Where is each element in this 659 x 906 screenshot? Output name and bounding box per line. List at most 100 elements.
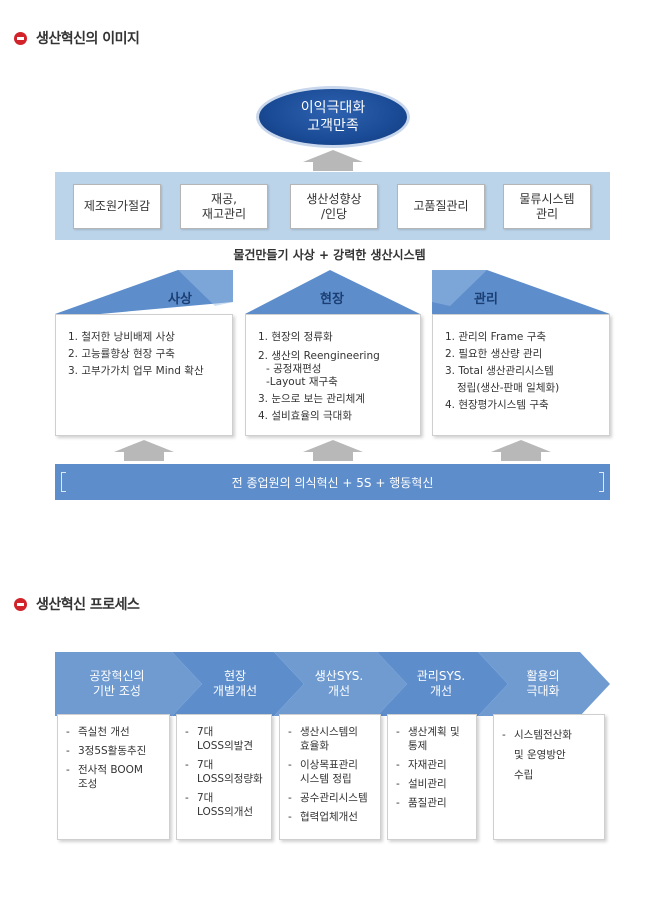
section-title-process: 생산혁신 프로세스 bbox=[14, 594, 140, 614]
objective-line2: 재고관리 bbox=[201, 206, 247, 221]
up-arrow-icon bbox=[303, 440, 363, 461]
chevron-label-line2: 개선 bbox=[429, 684, 453, 698]
chevron-label-line2: 개별개선 bbox=[212, 684, 258, 698]
process-item-text: LOSS의개선 bbox=[197, 806, 254, 818]
pillar-roofs bbox=[55, 270, 610, 318]
pillar-box-1: 1. 철저한 낭비배제 사상 2. 고능률향상 현장 구축 3. 고부가가치 업… bbox=[55, 314, 233, 436]
chevron-label: 관리SYS. 개선 bbox=[396, 669, 486, 699]
up-arrow-icon bbox=[303, 150, 363, 171]
process-item-text: 및 운영방안 bbox=[514, 749, 566, 761]
chevron-4 bbox=[377, 652, 508, 716]
pillar-line: 2. 생산의 Reengineering bbox=[258, 350, 380, 362]
process-item-text: 즉실천 개선 bbox=[78, 726, 130, 738]
process-item-text: 시스템전산화 bbox=[514, 729, 572, 741]
objective-box: 고품질관리 bbox=[397, 184, 485, 229]
bracket-right-icon bbox=[599, 472, 604, 492]
pillar-line: 2. 고능률향상 현장 구축 bbox=[68, 348, 175, 360]
process-item-text: 7대 bbox=[197, 792, 214, 804]
chevron-label-line1: 활용의 bbox=[526, 669, 560, 683]
process-item-text: 7대 bbox=[197, 726, 214, 738]
pillar-roof-3-highlight bbox=[432, 270, 487, 306]
objective-box: 물류시스템 관리 bbox=[503, 184, 591, 229]
bullet-icon bbox=[14, 597, 27, 611]
pillar-label: 사상 bbox=[168, 292, 192, 307]
process-item-text: 3정5S활동추진 bbox=[78, 745, 147, 757]
process-item: -즉실천 개선 bbox=[66, 726, 130, 738]
process-item: -협력업체개선 bbox=[288, 811, 358, 823]
process-chevrons bbox=[55, 652, 610, 716]
objective-line1: 생산성향상 bbox=[306, 191, 362, 206]
process-item-text: 공수관리시스템 bbox=[300, 792, 368, 804]
objective-line1: 물류시스템 bbox=[519, 191, 575, 206]
process-item-text: 생산계획 및 bbox=[408, 726, 460, 738]
process-item: -공수관리시스템 bbox=[288, 792, 368, 804]
pillar-line: -Layout 재구축 bbox=[266, 376, 338, 388]
pillar-label: 관리 bbox=[474, 292, 498, 307]
pillar-line: 1. 철저한 낭비배제 사상 bbox=[68, 331, 175, 343]
pillar-line: 3. 눈으로 보는 관리체계 bbox=[258, 393, 365, 405]
pillar-roof-2 bbox=[245, 270, 420, 314]
chevron-label: 현장 개별개선 bbox=[190, 669, 280, 699]
up-arrow-icon bbox=[114, 440, 174, 461]
bracket-left-icon bbox=[61, 472, 66, 492]
section-title-text: 생산혁신의 이미지 bbox=[36, 31, 140, 47]
objective-line1: 재공, bbox=[211, 191, 237, 206]
objective-line1: 고품질관리 bbox=[413, 199, 469, 213]
process-item-text: 효율화 bbox=[300, 740, 329, 752]
process-item: -설비관리 bbox=[396, 778, 447, 790]
objective-line2: /인당 bbox=[320, 206, 348, 221]
process-item: -자재관리 bbox=[396, 759, 447, 771]
chevron-label-line1: 공장혁신의 bbox=[89, 669, 145, 683]
chevron-5 bbox=[478, 652, 610, 716]
pillar-roof-1-highlight bbox=[178, 270, 233, 306]
chevron-label: 공장혁신의 기반 조성 bbox=[62, 669, 172, 699]
process-item-text: 생산시스템의 bbox=[300, 726, 358, 738]
chevron-label: 활용의 극대화 bbox=[498, 669, 588, 699]
objective-line1: 제조원가절감 bbox=[83, 199, 151, 213]
process-item: -품질관리 bbox=[396, 797, 447, 809]
process-item-text: LOSS의발견 bbox=[197, 740, 254, 752]
chevron-label-line1: 생산SYS. bbox=[314, 669, 364, 683]
goal-line1: 이익극대화 bbox=[300, 100, 366, 116]
up-arrow-icon bbox=[491, 440, 551, 461]
pillar-line: 1. 현장의 정류화 bbox=[258, 331, 333, 343]
chevron-label-line2: 기반 조성 bbox=[93, 684, 141, 698]
process-item-text: 품질관리 bbox=[408, 797, 447, 809]
foundation-bar: 전 종업원의 의식혁신 + 5S + 행동혁신 bbox=[55, 464, 610, 500]
process-item-text: 전사적 BOOM bbox=[78, 764, 143, 776]
pillar-roof-1 bbox=[55, 270, 233, 318]
pillar-box-3: 1. 관리의 Frame 구축 2. 필요한 생산량 관리 3. Total 생… bbox=[432, 314, 610, 436]
objective-box: 재공, 재고관리 bbox=[180, 184, 268, 229]
goal-line2: 고객만족 bbox=[307, 118, 359, 134]
pillar-box-2: 1. 현장의 정류화 2. 생산의 Reengineering - 공정재편성 … bbox=[245, 314, 421, 436]
process-item-text: 수립 bbox=[514, 769, 534, 781]
bullet-icon bbox=[14, 31, 27, 45]
pillar-line: 3. 고부가가치 업무 Mind 확산 bbox=[68, 365, 204, 377]
objective-box: 제조원가절감 bbox=[73, 184, 161, 229]
section-title-text: 생산혁신 프로세스 bbox=[36, 597, 140, 613]
pillar-line: - 공정재편성 bbox=[266, 363, 322, 375]
foundation-text: 전 종업원의 의식혁신 + 5S + 행동혁신 bbox=[231, 475, 434, 490]
process-item-text: 시스템 정립 bbox=[300, 773, 352, 785]
process-item-text: 협력업체개선 bbox=[300, 811, 358, 823]
middle-caption: 물건만들기 사상 + 강력한 생산시스템 bbox=[233, 248, 426, 262]
process-item-text: 7대 bbox=[197, 759, 214, 771]
objective-box: 생산성향상 /인당 bbox=[290, 184, 378, 229]
chevron-label-line1: 현장 bbox=[223, 669, 247, 683]
chevron-1 bbox=[55, 652, 202, 716]
pillar-line: 4. 설비효율의 극대화 bbox=[258, 410, 352, 422]
pillar-line: 3. Total 생산관리시스템 bbox=[445, 365, 554, 377]
chevron-3 bbox=[274, 652, 407, 716]
process-item-text: 이상목표관리 bbox=[300, 759, 358, 771]
chevron-label: 생산SYS. 개선 bbox=[294, 669, 384, 699]
chevron-2 bbox=[172, 652, 304, 716]
